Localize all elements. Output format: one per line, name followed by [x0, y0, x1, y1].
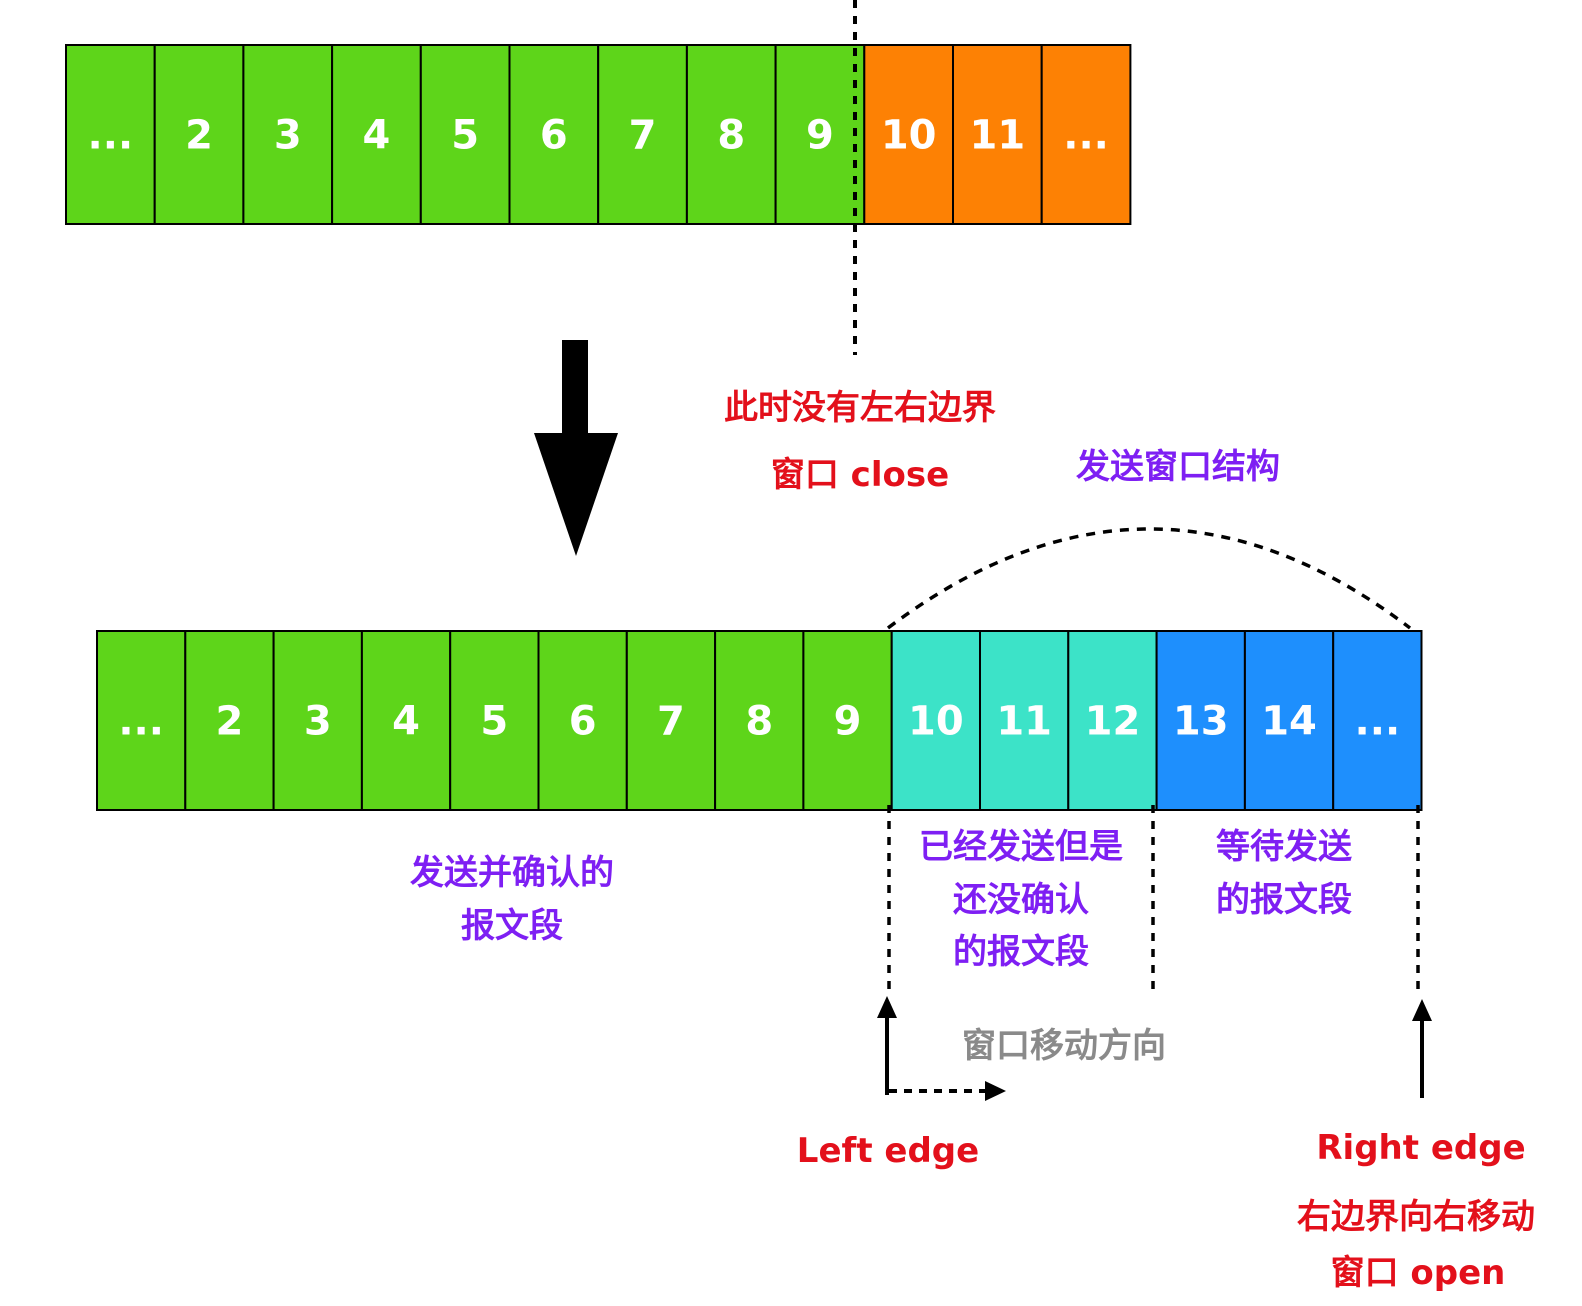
bottom-row-cell [802, 630, 893, 811]
top-segment-row: ... 2 3 4 5 6 7 8 9 10 11... [65, 44, 1132, 225]
sent-unacked-line-2: 还没确认 [953, 879, 1089, 920]
top-row-cell-label: 2 [185, 113, 213, 159]
top-row-cell-label: 3 [274, 113, 302, 159]
top-row-cell [863, 44, 954, 225]
bottom-row-cell-label: ... [118, 699, 164, 745]
move-direction-label: 窗口移动方向 [962, 1026, 1166, 1066]
bottom-row-cell [625, 630, 717, 811]
sent-unacked-label: 已经发送但是 还没确认 的报文段 [919, 826, 1123, 974]
bottom-row-cell-label: 6 [569, 699, 597, 745]
top-row-cell-label: 6 [540, 113, 568, 159]
left-edge-arrow-icon [877, 996, 897, 1095]
top-row-cell [508, 44, 600, 225]
bottom-row-cell-label: 8 [745, 699, 773, 745]
left-edge-label: Left edge [796, 1131, 980, 1171]
top-row-cell [153, 44, 245, 225]
bottom-row-cell [360, 630, 452, 811]
window-close-label: 窗口 close [770, 455, 950, 495]
bottom-row-cell [979, 630, 1070, 811]
bottom-row-cell-label: 7 [657, 699, 685, 745]
waiting-label: 等待发送 的报文段 [1216, 826, 1352, 921]
window-open-label: 窗口 open [1330, 1253, 1506, 1293]
bottom-row-cell [1332, 630, 1423, 811]
move-direction-arrow-icon [889, 1081, 1006, 1101]
bottom-row-cell-label: 2 [216, 699, 244, 745]
bottom-segment-row: ... 2 3 4 5 6 7 8 9 10 11 12 13 14... [96, 630, 1423, 811]
bottom-row-cell-label: 14 [1261, 699, 1317, 745]
top-row-cell [419, 44, 511, 225]
bottom-row-cell-label: 5 [480, 699, 508, 745]
right-edge-moves-label: 右边界向右移动 [1297, 1197, 1535, 1237]
waiting-line-2: 的报文段 [1216, 879, 1352, 920]
bottom-row-cell-label: 13 [1173, 699, 1229, 745]
waiting-line-1: 等待发送 [1216, 827, 1352, 867]
down-arrow-icon [534, 340, 618, 556]
send-window-arc [886, 527, 1412, 630]
sent-acked-line-2: 报文段 [461, 905, 563, 946]
bottom-row-cell [714, 630, 805, 811]
top-row-cell-label: 8 [717, 113, 745, 159]
bottom-row-cell [96, 630, 187, 811]
bottom-row-cell-label: 3 [304, 699, 332, 745]
sent-unacked-line-1: 已经发送但是 [919, 827, 1123, 867]
top-row-cell-label: ... [88, 113, 134, 159]
top-row-cell-label: ... [1063, 113, 1109, 159]
top-row-cell-label: 10 [881, 113, 937, 159]
bottom-row-cell-label: 4 [392, 699, 420, 745]
bottom-row-cell [537, 630, 628, 811]
bottom-row-cell-label: 12 [1085, 699, 1141, 745]
top-row-cell-label: 7 [629, 113, 657, 159]
top-row-cell [1040, 44, 1132, 225]
top-row-cell [774, 44, 866, 225]
bottom-row-cell [1155, 630, 1246, 811]
sent-unacked-line-3: 的报文段 [953, 932, 1089, 972]
send-window-structure-label: 发送窗口结构 [1076, 447, 1280, 487]
no-boundary-label: 此时没有左右边界 [724, 388, 996, 428]
bottom-row-cell [890, 630, 982, 811]
bottom-row-cell-label: 10 [908, 699, 964, 745]
right-edge-label: Right edge [1316, 1128, 1526, 1168]
bottom-row-cell [184, 630, 275, 811]
top-row-cell-label: 9 [806, 113, 834, 159]
top-row-cell-label: 4 [363, 113, 391, 159]
right-edge-arrow-icon [1412, 999, 1432, 1098]
top-row-cell [65, 44, 156, 225]
bottom-row-cell-label: ... [1355, 699, 1401, 745]
top-row-cell [597, 44, 688, 225]
top-row-cell [685, 44, 777, 225]
bottom-row-cell-label: 9 [834, 699, 862, 745]
bottom-row-cell [449, 630, 540, 811]
sent-acked-label: 发送并确认的 报文段 [410, 852, 614, 947]
top-row-cell-label: 5 [451, 113, 479, 159]
top-row-cell-label: 11 [970, 113, 1026, 159]
sent-acked-line-1: 发送并确认的 [410, 853, 614, 893]
bottom-row-cell-label: 11 [996, 699, 1052, 745]
top-row-cell [242, 44, 334, 225]
